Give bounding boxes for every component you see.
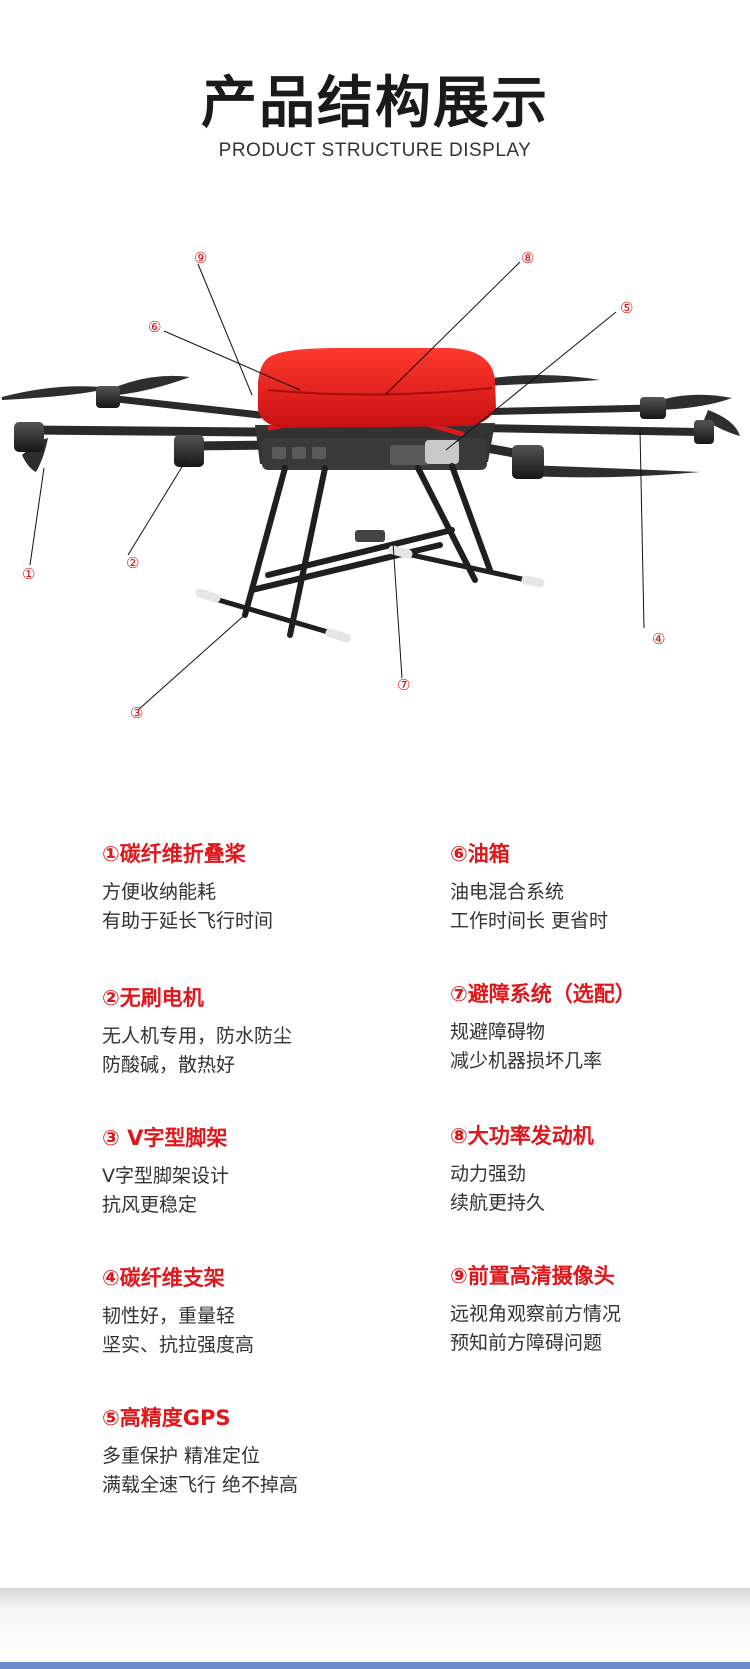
- feature-line: 远视角观察前方情况: [450, 1303, 622, 1325]
- feature-line: 方便收纳能耗: [102, 881, 217, 903]
- feature-title: ⑦避障系统（选配）: [450, 982, 636, 1006]
- callout-numbers: ① ② ③ ④ ⑤ ⑥ ⑦ ⑧ ⑨: [22, 249, 665, 722]
- leader-lines: [29, 261, 645, 711]
- feature-obstacle-avoidance: ⑦避障系统（选配） 规避障碍物 减少机器损坏几率: [450, 978, 636, 1076]
- feature-title: ⑨前置高清摄像头: [450, 1264, 615, 1288]
- drone-structure-diagram: ① ② ③ ④ ⑤ ⑥ ⑦ ⑧ ⑨: [2, 249, 740, 722]
- feature-v-landing-gear: ③ V字型脚架 V字型脚架设计 抗风更稳定: [102, 1122, 229, 1220]
- feature-title: ④碳纤维支架: [102, 1266, 225, 1290]
- feature-front-camera: ⑨前置高清摄像头 远视角观察前方情况 预知前方障碍问题: [450, 1260, 621, 1358]
- feature-gps: ⑤高精度GPS 多重保护 精准定位 满载全速飞行 绝不掉高: [102, 1402, 298, 1500]
- feature-line: 减少机器损坏几率: [450, 1050, 603, 1072]
- drone-illustration: [2, 348, 740, 643]
- propellers: [2, 375, 740, 478]
- callout-5: ⑤: [620, 299, 633, 317]
- feature-title: ①碳纤维折叠桨: [102, 842, 246, 866]
- callout-7: ⑦: [397, 676, 410, 694]
- feature-line: 防酸碱，散热好: [102, 1054, 236, 1076]
- callout-4: ④: [652, 630, 665, 648]
- feature-folding-propeller: ①碳纤维折叠桨 方便收纳能耗 有助于延长飞行时间: [102, 838, 273, 936]
- skid-caps: [195, 545, 545, 643]
- footer-shadow-band: [0, 1588, 750, 1658]
- feature-line: 满载全速飞行 绝不掉高: [102, 1474, 299, 1496]
- feature-line: 规避障碍物: [450, 1021, 546, 1043]
- red-shell: [258, 348, 496, 428]
- feature-title: ⑧大功率发动机: [450, 1124, 594, 1148]
- callout-9: ⑨: [194, 249, 207, 267]
- callout-8: ⑧: [521, 249, 534, 267]
- feature-line: 无人机专用，防水防尘: [102, 1025, 293, 1047]
- obstacle-sensor: [355, 530, 385, 542]
- feature-fuel-tank: ⑥油箱 油电混合系统 工作时间长 更省时: [450, 838, 608, 936]
- feature-line: 续航更持久: [450, 1192, 546, 1214]
- feature-line: 工作时间长 更省时: [450, 910, 609, 932]
- callout-1: ①: [22, 565, 35, 583]
- callout-2: ②: [126, 554, 139, 572]
- feature-engine: ⑧大功率发动机 动力强劲 续航更持久: [450, 1120, 594, 1218]
- feature-line: 动力强劲: [450, 1163, 527, 1185]
- feature-title: ③ V字型脚架: [102, 1126, 228, 1150]
- brushless-motors: [14, 386, 714, 479]
- feature-line: 油电混合系统: [450, 881, 565, 903]
- feature-line: 韧性好，重量轻: [102, 1305, 236, 1327]
- feature-line: 坚实、抗拉强度高: [102, 1334, 255, 1356]
- feature-line: 多重保护 精准定位: [102, 1445, 261, 1467]
- page-subtitle: PRODUCT STRUCTURE DISPLAY: [218, 140, 532, 161]
- feature-title: ②无刷电机: [102, 986, 204, 1010]
- feature-carbon-frame: ④碳纤维支架 韧性好，重量轻 坚实、抗拉强度高: [102, 1262, 254, 1360]
- page-title: 产品结构展示: [201, 71, 549, 136]
- feature-line: 抗风更稳定: [102, 1194, 198, 1216]
- callout-6: ⑥: [148, 318, 161, 336]
- feature-title: ⑤高精度GPS: [102, 1406, 231, 1430]
- feature-brushless-motor: ②无刷电机 无人机专用，防水防尘 防酸碱，散热好: [102, 982, 292, 1080]
- callout-3: ③: [130, 704, 143, 722]
- landing-gear: [202, 463, 543, 640]
- feature-title: ⑥油箱: [450, 842, 510, 866]
- footer-edge: [0, 1662, 750, 1669]
- feature-line: 有助于延长飞行时间: [102, 910, 274, 932]
- feature-line: 预知前方障碍问题: [450, 1332, 603, 1354]
- feature-line: V字型脚架设计: [102, 1165, 229, 1187]
